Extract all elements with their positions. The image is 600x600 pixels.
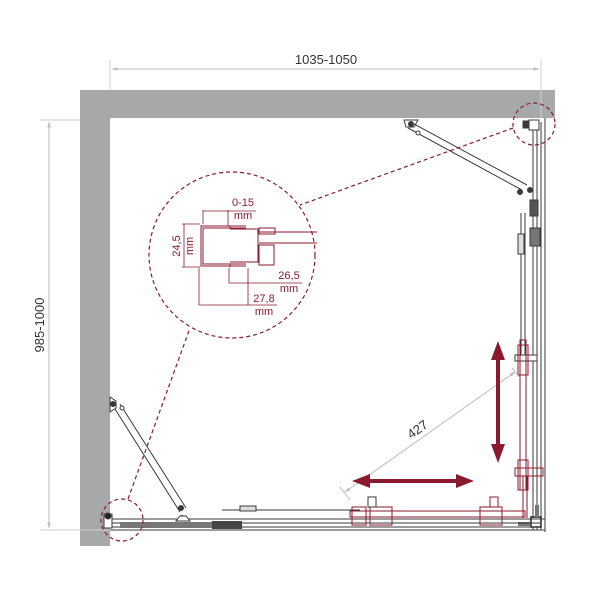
bottom-sliding-door (349, 496, 526, 526)
left-pivot-arm (109, 396, 192, 522)
bottom-frame (103, 505, 545, 531)
entrance-width-label: 427 (404, 417, 430, 442)
top-pivot-arm (403, 119, 533, 195)
depth-label: 985-1000 (32, 298, 47, 353)
adjustment-value: 0-15 (232, 197, 254, 209)
callout-top-right (512, 102, 556, 146)
vertical-slide-arrow (491, 341, 505, 463)
adjustment-unit: mm (234, 210, 252, 222)
callout-leader-top (299, 127, 514, 206)
right-sliding-door (514, 339, 544, 518)
profile-detail-callout: 0-15 mm 24,5 mm 26,5 mm 27,8 mm (148, 171, 317, 339)
outer-depth-unit: mm (255, 306, 273, 318)
inner-depth-unit: mm (280, 283, 298, 295)
bottom-right-corner (518, 505, 542, 528)
right-frame (514, 118, 546, 532)
horizontal-slide-arrow (352, 474, 474, 488)
profile-height-value: 24,5 (171, 235, 183, 256)
callout-leader-bottom (127, 327, 191, 500)
width-label: 1035-1050 (295, 52, 357, 67)
callout-bottom-left (100, 498, 144, 542)
top-wall (80, 90, 555, 118)
depth-dimension: 985-1000 (32, 119, 110, 531)
width-dimension: 1035-1050 (109, 52, 542, 118)
left-wall (80, 90, 110, 546)
inner-depth-value: 26,5 (278, 270, 299, 282)
walls (80, 90, 555, 546)
outer-depth-value: 27,8 (253, 293, 274, 305)
profile-height-unit: mm (184, 237, 196, 255)
